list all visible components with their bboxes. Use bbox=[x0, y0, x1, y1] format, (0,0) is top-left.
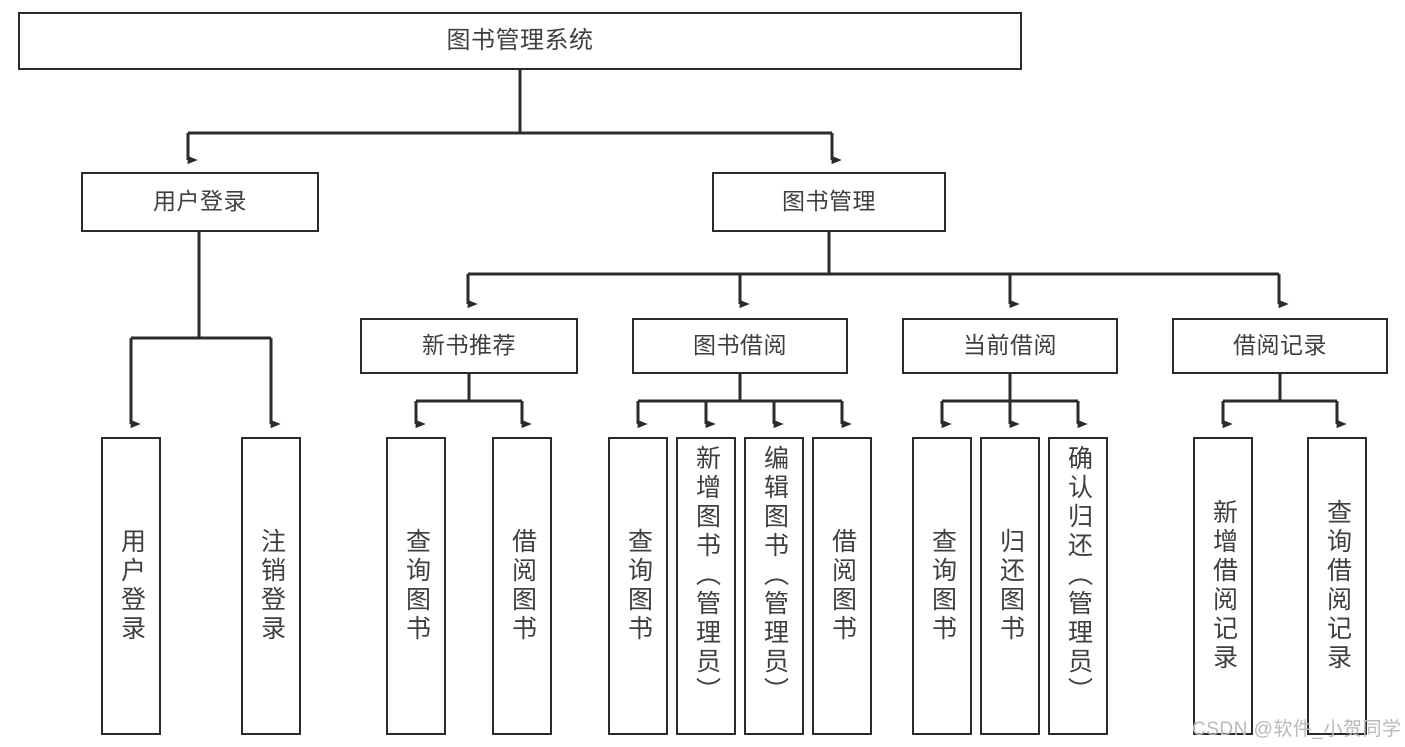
node-label: 新增图书（管理员） bbox=[692, 445, 721, 706]
node-label: 用户登录 bbox=[153, 188, 247, 215]
leaf-confirm-return-admin[interactable]: 确认归还（管理员） bbox=[1048, 437, 1108, 735]
node-label: 图书借阅 bbox=[693, 332, 787, 359]
node-label: 图书管理 bbox=[782, 188, 876, 215]
node-new-book-recommend[interactable]: 新书推荐 bbox=[360, 318, 578, 374]
node-book-borrow[interactable]: 图书借阅 bbox=[632, 318, 848, 374]
node-label: 注销登录 bbox=[257, 528, 286, 644]
leaf-query-book-recommend[interactable]: 查询图书 bbox=[386, 437, 446, 735]
node-label: 查询图书 bbox=[928, 528, 957, 644]
node-label: 归还图书 bbox=[996, 528, 1025, 644]
leaf-query-book-current[interactable]: 查询图书 bbox=[912, 437, 972, 735]
node-label: 编辑图书（管理员） bbox=[760, 445, 789, 706]
leaf-edit-book-admin[interactable]: 编辑图书（管理员） bbox=[744, 437, 804, 735]
node-borrow-record[interactable]: 借阅记录 bbox=[1172, 318, 1388, 374]
leaf-user-login[interactable]: 用户登录 bbox=[101, 437, 161, 735]
node-label: 借阅图书 bbox=[828, 528, 857, 644]
node-label: 确认归还（管理员） bbox=[1064, 445, 1093, 706]
leaf-add-borrow-record[interactable]: 新增借阅记录 bbox=[1193, 437, 1253, 735]
node-label: 借阅记录 bbox=[1233, 332, 1327, 359]
node-label: 当前借阅 bbox=[963, 332, 1057, 359]
leaf-return-book[interactable]: 归还图书 bbox=[980, 437, 1040, 735]
node-label: 查询图书 bbox=[624, 528, 653, 644]
node-book-management[interactable]: 图书管理 bbox=[712, 172, 946, 232]
node-label: 查询图书 bbox=[402, 528, 431, 644]
node-label: 用户登录 bbox=[117, 528, 146, 644]
leaf-borrow-book-recommend[interactable]: 借阅图书 bbox=[492, 437, 552, 735]
node-current-borrow[interactable]: 当前借阅 bbox=[902, 318, 1118, 374]
node-label: 图书管理系统 bbox=[446, 26, 594, 54]
node-label: 新增借阅记录 bbox=[1209, 499, 1238, 673]
leaf-add-book-admin[interactable]: 新增图书（管理员） bbox=[676, 437, 736, 735]
leaf-borrow-book[interactable]: 借阅图书 bbox=[812, 437, 872, 735]
csdn-watermark: CSDN @软件_小贺同学 bbox=[1192, 719, 1402, 740]
node-user-login[interactable]: 用户登录 bbox=[81, 172, 319, 232]
node-root-system[interactable]: 图书管理系统 bbox=[18, 12, 1022, 70]
leaf-query-book-borrow[interactable]: 查询图书 bbox=[608, 437, 668, 735]
leaf-user-logout[interactable]: 注销登录 bbox=[241, 437, 301, 735]
node-label: 查询借阅记录 bbox=[1323, 499, 1352, 673]
node-label: 借阅图书 bbox=[508, 528, 537, 644]
leaf-query-borrow-record[interactable]: 查询借阅记录 bbox=[1307, 437, 1367, 735]
node-label: 新书推荐 bbox=[422, 332, 516, 359]
